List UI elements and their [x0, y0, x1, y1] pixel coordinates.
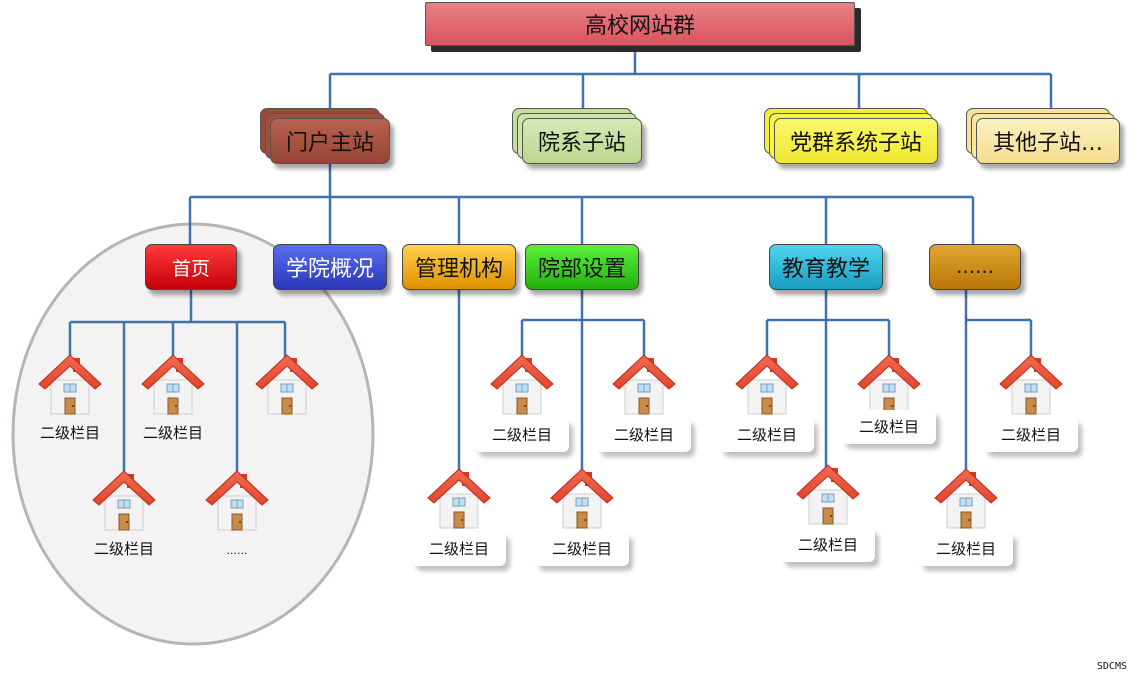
- subpage-node[interactable]: 二级栏目: [404, 466, 514, 576]
- subpage-node[interactable]: 二级栏目: [118, 352, 228, 462]
- subpage-label: 二级栏目: [39, 424, 100, 442]
- house-icon: [92, 470, 156, 531]
- house-icon: [427, 468, 491, 529]
- section-edu-label: 教育教学: [781, 257, 870, 282]
- house-icon: [735, 354, 799, 415]
- site-portal-label: 门户主站: [285, 131, 374, 156]
- root-node[interactable]: 高校网站群: [425, 2, 855, 46]
- subpage-node[interactable]: 二级栏目: [712, 352, 822, 462]
- home-branch-highlight: [11, 222, 375, 646]
- subpage-label: 二级栏目: [142, 424, 203, 442]
- subpage-label: 二级栏目: [781, 528, 875, 562]
- subpage-node[interactable]: 二级栏目: [69, 468, 179, 578]
- house-icon: [550, 468, 614, 529]
- house-icon: [141, 354, 205, 415]
- section-edu[interactable]: 教育教学: [769, 244, 883, 290]
- section-depts-label: 院部设置: [537, 257, 626, 282]
- subpage-label: 二级栏目: [919, 532, 1013, 566]
- section-more-label: ……: [956, 256, 994, 278]
- site-dept-label: 院系子站: [537, 131, 626, 156]
- subpage-node[interactable]: 二级栏目: [527, 466, 637, 576]
- subpage-node[interactable]: 二级栏目: [589, 352, 699, 462]
- subpage-label: 二级栏目: [720, 418, 814, 452]
- subpage-node[interactable]: 二级栏目: [773, 462, 883, 572]
- house-icon: [205, 470, 269, 531]
- subpage-label: 二级栏目: [535, 532, 629, 566]
- watermark: SDCMS: [1096, 661, 1127, 672]
- house-icon: [255, 354, 319, 415]
- subpage-label: 二级栏目: [93, 540, 154, 558]
- house-icon: [999, 354, 1063, 415]
- subpage-node[interactable]: ......: [182, 468, 292, 578]
- section-depts[interactable]: 院部设置: [525, 244, 639, 290]
- site-other-label: 其他子站…: [992, 131, 1103, 156]
- house-icon: [612, 354, 676, 415]
- subpage-node[interactable]: 二级栏目: [911, 466, 1021, 576]
- section-more[interactable]: ……: [929, 244, 1021, 290]
- site-other[interactable]: 其他子站…: [966, 108, 1126, 170]
- subpage-node[interactable]: 二级栏目: [15, 352, 125, 462]
- house-icon: [490, 354, 554, 415]
- subpage-node[interactable]: 二级栏目: [976, 352, 1086, 462]
- site-portal[interactable]: 门户主站: [260, 108, 400, 170]
- site-party-label: 党群系统子站: [789, 131, 922, 156]
- section-home[interactable]: 首页: [145, 244, 237, 290]
- section-admin[interactable]: 管理机构: [402, 244, 516, 290]
- house-icon: [38, 354, 102, 415]
- section-admin-label: 管理机构: [414, 257, 503, 282]
- subpage-label: 二级栏目: [412, 532, 506, 566]
- root-label: 高校网站群: [584, 14, 695, 39]
- site-dept[interactable]: 院系子站: [512, 108, 652, 170]
- site-party[interactable]: 党群系统子站: [764, 108, 944, 170]
- section-home-label: 首页: [171, 257, 210, 280]
- subpage-node[interactable]: [232, 352, 342, 462]
- subpage-label: 二级栏目: [597, 418, 691, 452]
- section-about[interactable]: 学院概况: [273, 244, 387, 290]
- subpage-label: 二级栏目: [984, 418, 1078, 452]
- subpage-node[interactable]: 二级栏目: [834, 352, 944, 462]
- subpage-node[interactable]: 二级栏目: [467, 352, 577, 462]
- subpage-more-label: ......: [226, 544, 248, 557]
- subpage-label: 二级栏目: [842, 410, 936, 444]
- house-icon: [857, 354, 921, 415]
- house-icon: [796, 464, 860, 525]
- house-icon: [934, 468, 998, 529]
- subpage-label: 二级栏目: [475, 418, 569, 452]
- section-about-label: 学院概况: [285, 257, 374, 282]
